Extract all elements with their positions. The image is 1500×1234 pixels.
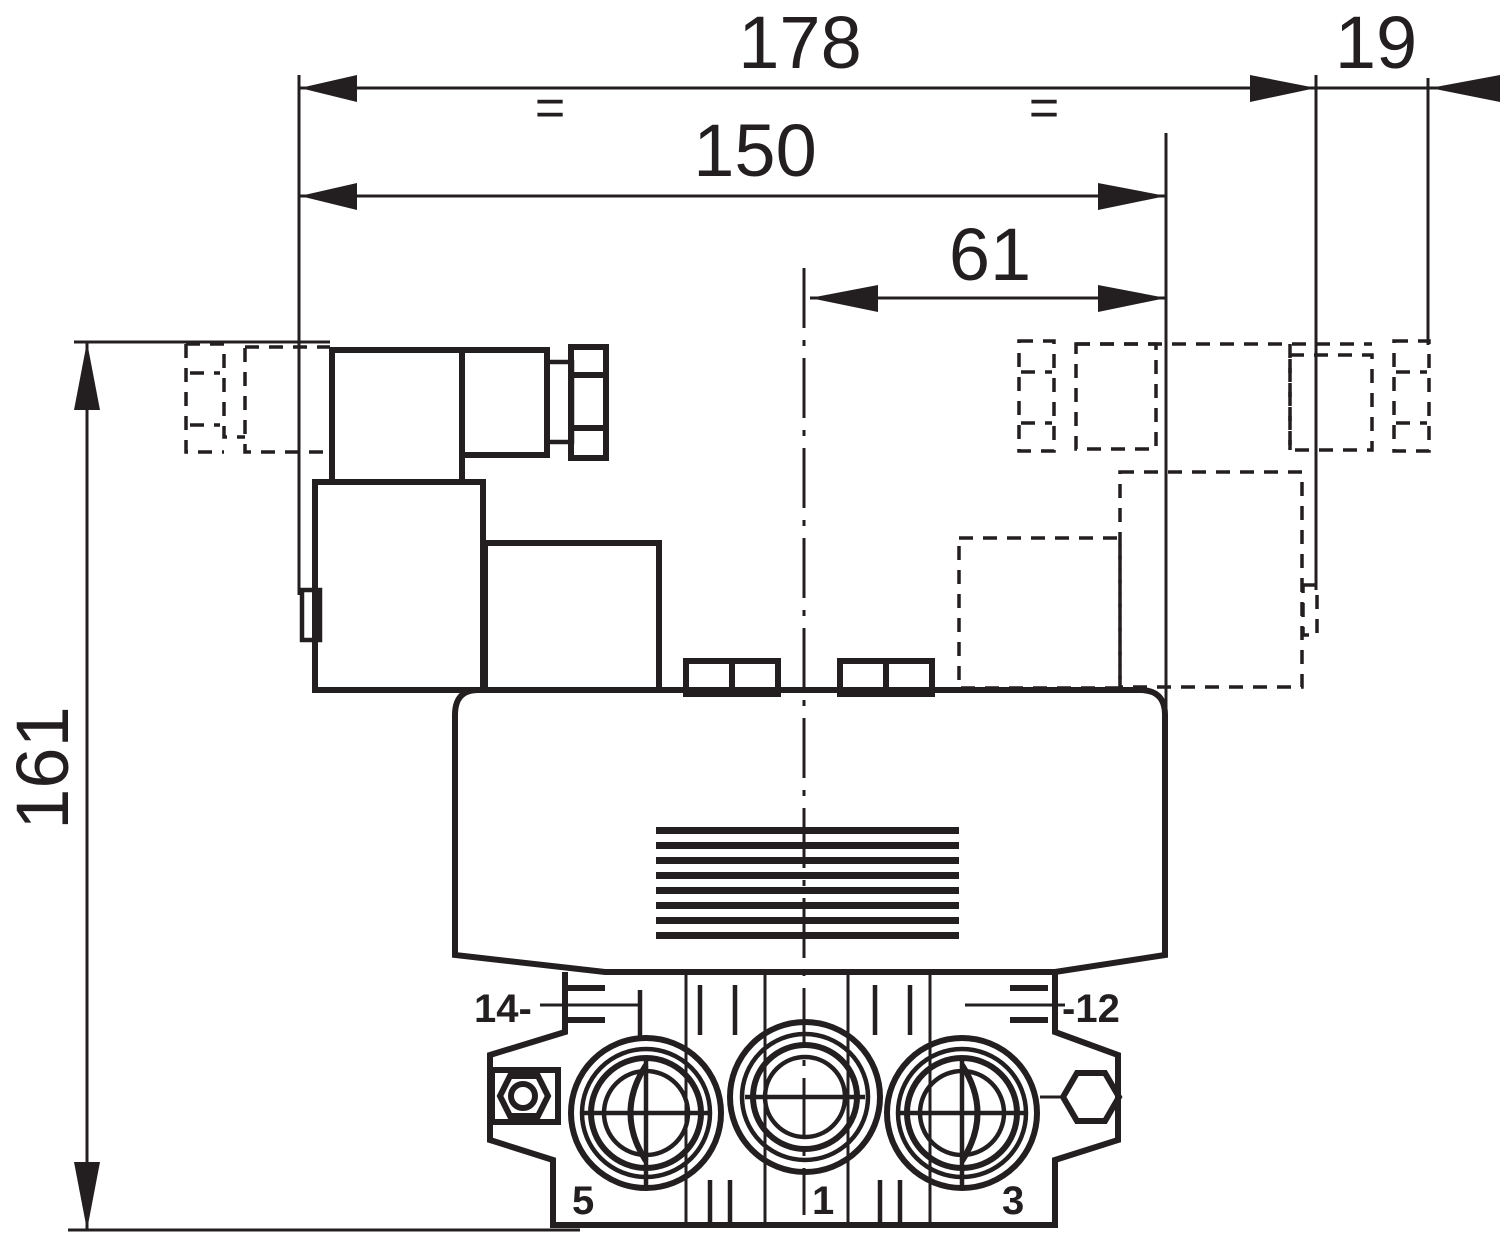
port-3-fitting: [884, 1035, 1040, 1191]
sub-base: [487, 972, 1121, 1228]
equal-mark-left: =: [535, 79, 565, 137]
dimension-label-161: 161: [1, 706, 84, 829]
left-phantom-connector: [184, 342, 330, 454]
port-label-5: 5: [572, 1179, 594, 1223]
arrow-up-icon: [74, 342, 100, 410]
dimension-label-61: 61: [949, 213, 1031, 296]
port-label-3: 3: [1002, 1179, 1024, 1223]
right-phantom-solenoid: [957, 339, 1431, 690]
valve-body: [452, 687, 1168, 975]
arrow-left-icon: [300, 75, 357, 102]
port-1-fitting: [727, 1019, 883, 1175]
arrow-left-icon: [810, 285, 878, 312]
hex-plug-right-icon: [1040, 1070, 1123, 1124]
arrow-left-icon: [300, 183, 357, 210]
port-label-12: -12: [1062, 987, 1120, 1031]
arrow-right-icon: [1098, 285, 1166, 312]
dimension-178: 178 = =: [297, 1, 1318, 595]
port-label-1: 1: [812, 1179, 834, 1223]
dimension-label-19: 19: [1335, 1, 1417, 84]
left-solenoid-connector: [329, 344, 609, 485]
hex-nut-left-icon: [489, 1067, 561, 1125]
dimension-150: 150: [300, 109, 1168, 710]
dimension-161: 161: [1, 340, 580, 1232]
arrow-down-icon: [74, 1162, 100, 1230]
arrow-right-icon: [1250, 75, 1316, 102]
port-label-14: 14-: [474, 987, 532, 1031]
port-5-fitting: [568, 1035, 724, 1191]
dimension-label-178: 178: [738, 1, 861, 84]
arrow-left-icon: [1430, 75, 1500, 102]
arrow-right-icon: [1098, 183, 1166, 210]
equal-mark-right: =: [1029, 79, 1059, 137]
dimension-19: 19: [1316, 1, 1500, 345]
dimension-label-150: 150: [693, 109, 816, 192]
dimension-61: 61: [810, 213, 1166, 312]
left-solenoid-coil: [299, 479, 662, 693]
